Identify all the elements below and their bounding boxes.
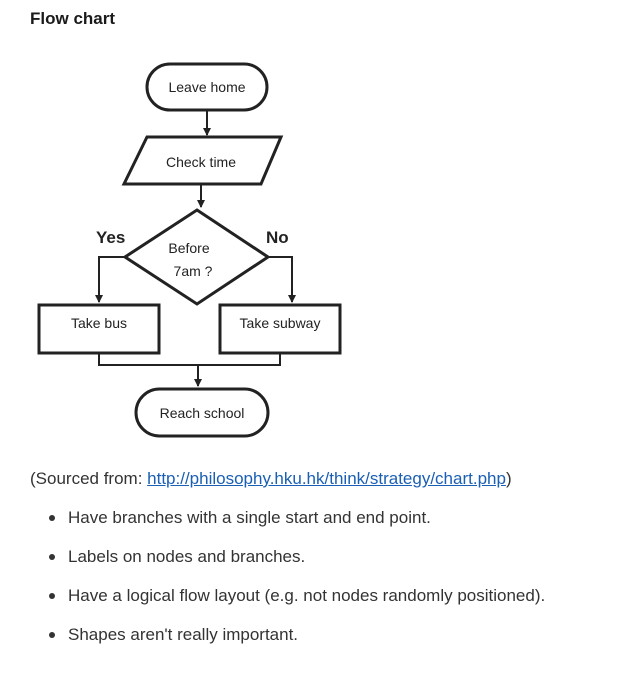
bullet-dot-icon [49, 632, 55, 638]
list-item-text: Labels on nodes and branches. [68, 547, 306, 566]
source-link[interactable]: http://philosophy.hku.hk/think/strategy/… [147, 469, 506, 488]
list-item-text: Have a logical flow layout (e.g. not nod… [68, 586, 546, 605]
decision-node: Before 7am ? [122, 208, 271, 306]
list-item: Labels on nodes and branches. [30, 547, 545, 567]
input-node-label: Check time [166, 154, 236, 170]
list-item-text: Shapes aren't really important. [68, 625, 299, 644]
decision-node-label-line2: 7am ? [174, 263, 213, 279]
end-node: Reach school [134, 387, 270, 438]
source-caption: (Sourced from: http://philosophy.hku.hk/… [30, 469, 512, 489]
connector-no-branch [268, 256, 296, 303]
connector-yes-branch [95, 256, 125, 303]
no-action-node-label: Take subway [240, 315, 321, 331]
no-branch-label: No [266, 228, 289, 247]
yes-action-node-label: Take bus [71, 315, 127, 331]
start-node: Leave home [145, 62, 269, 112]
list-item: Shapes aren't really important. [30, 625, 545, 645]
no-action-node: Take subway [218, 303, 342, 355]
yes-action-node: Take bus [37, 303, 161, 355]
source-prefix: (Sourced from: [30, 469, 148, 488]
input-node: Check time [121, 135, 284, 186]
guidelines-list: Have branches with a single start and en… [30, 508, 545, 664]
list-item: Have a logical flow layout (e.g. not nod… [30, 586, 545, 606]
list-item-text: Have branches with a single start and en… [68, 508, 431, 527]
list-item: Have branches with a single start and en… [30, 508, 545, 528]
decision-node-label-line1: Before [168, 240, 209, 256]
section-heading: Flow chart [30, 9, 116, 28]
bullet-dot-icon [49, 593, 55, 599]
yes-branch-label: Yes [96, 228, 125, 247]
end-node-label: Reach school [160, 405, 245, 421]
source-suffix: ) [505, 469, 512, 488]
start-node-label: Leave home [168, 79, 245, 95]
flowchart-diagram: Leave home Check time Before 7am ? Yes N… [37, 62, 342, 438]
bullet-dot-icon [49, 515, 55, 521]
bullet-dot-icon [49, 554, 55, 560]
